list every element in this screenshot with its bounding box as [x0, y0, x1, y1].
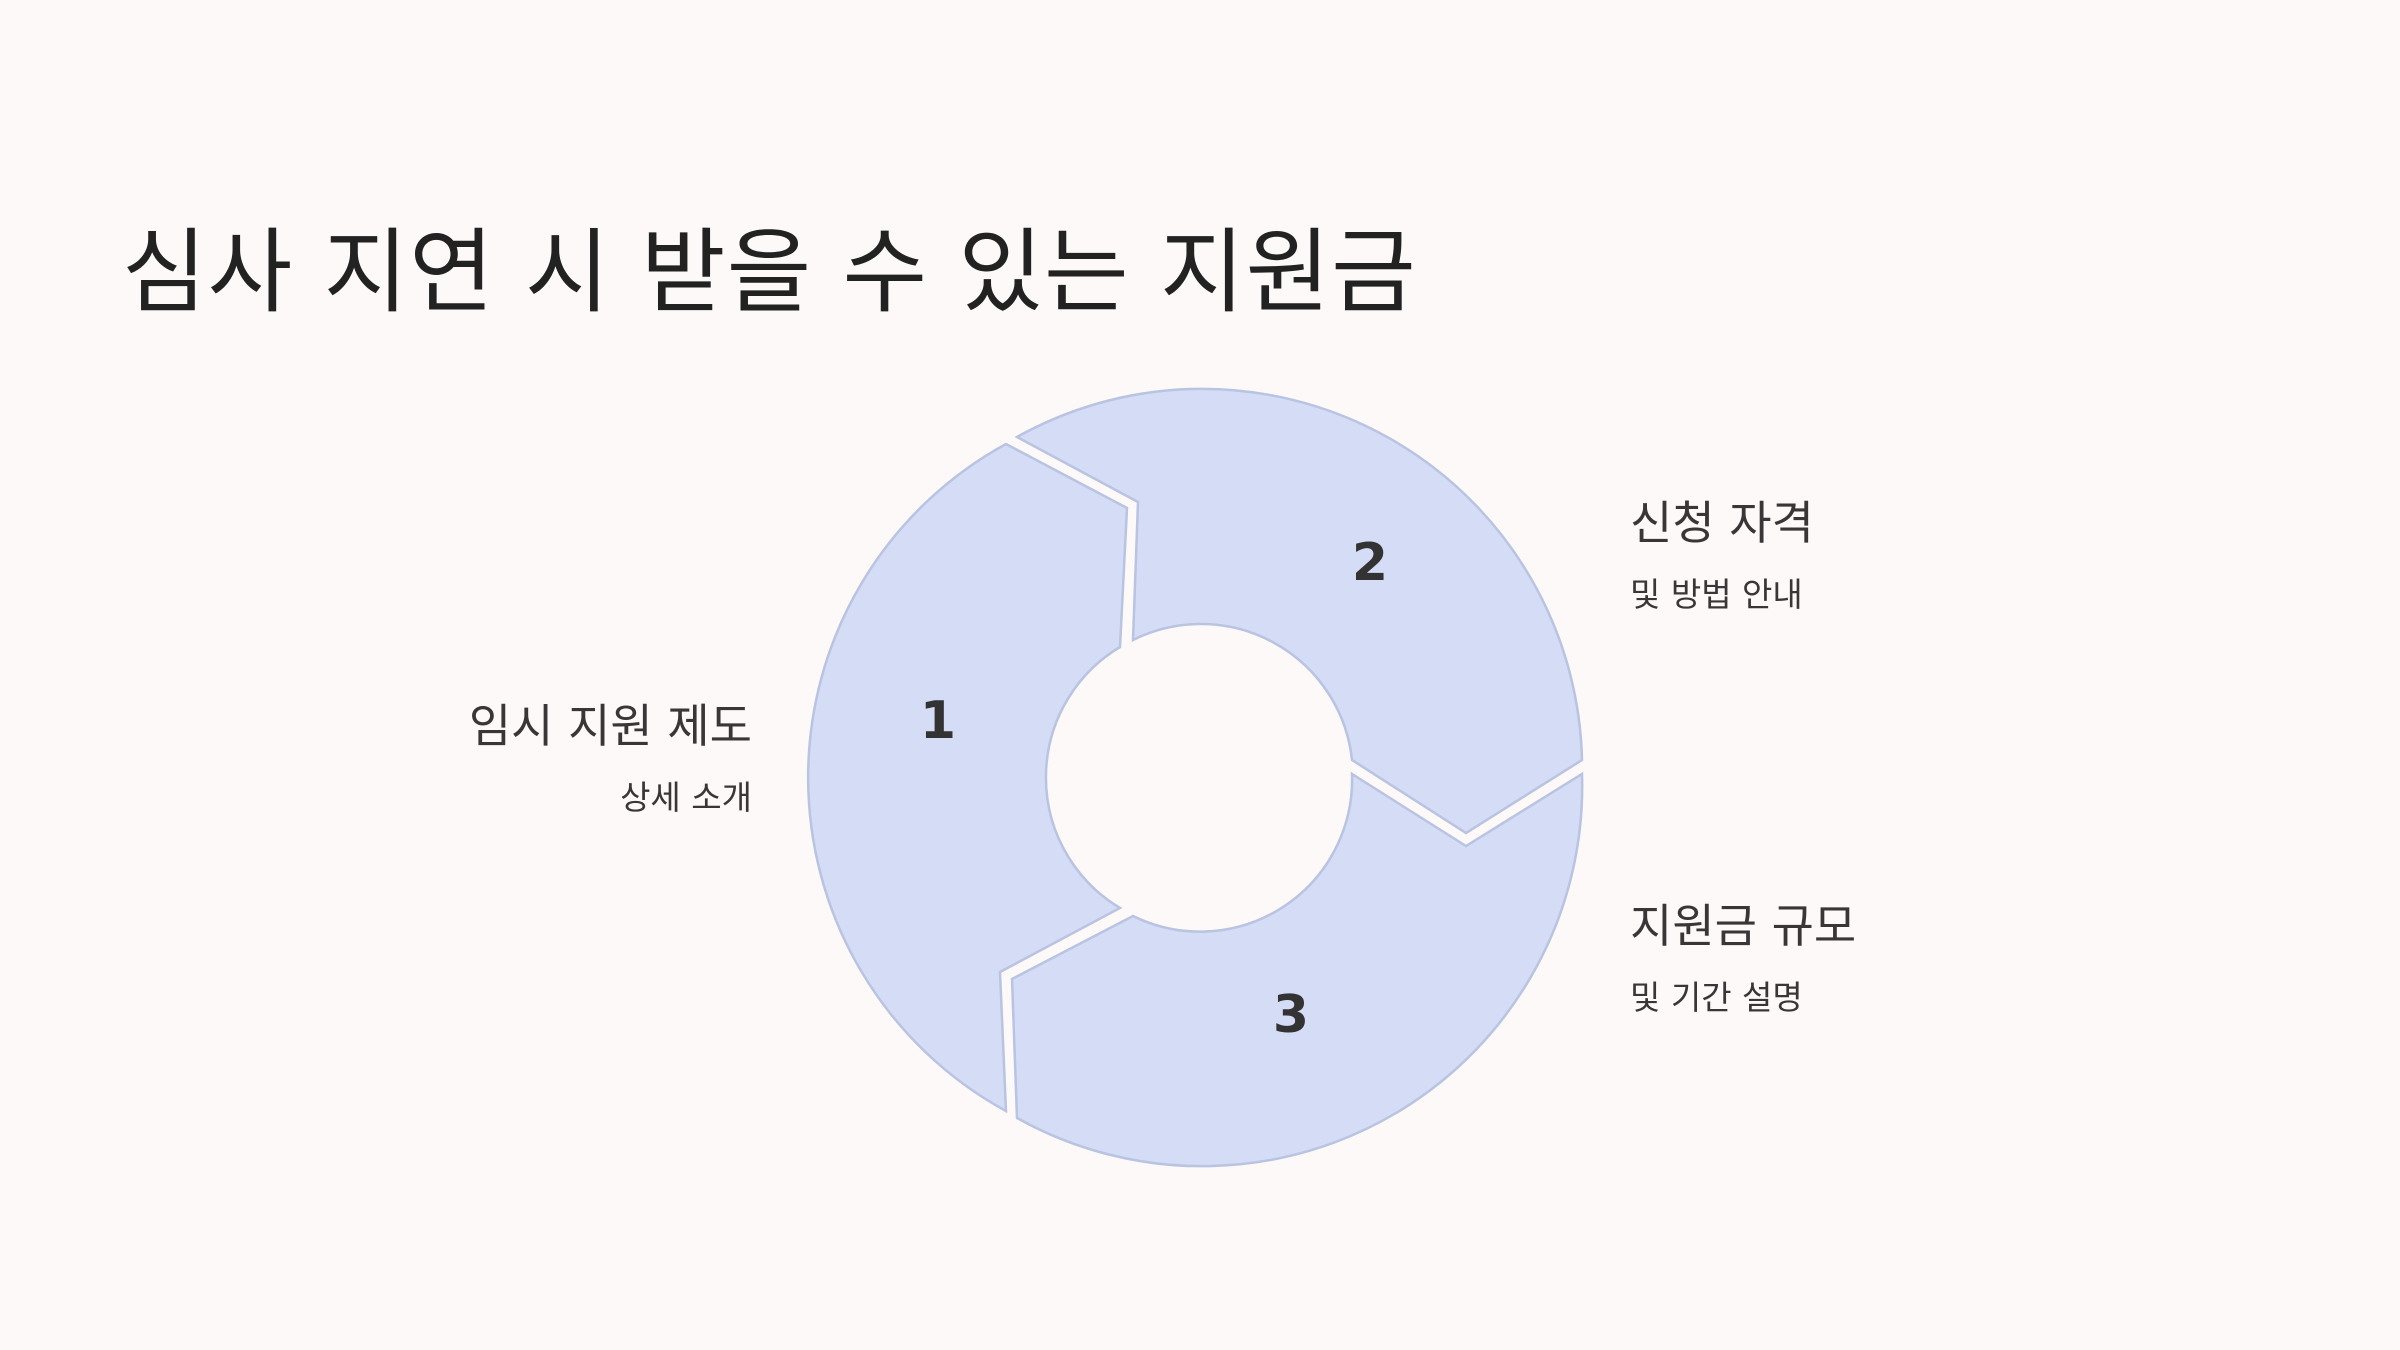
step-2-label: 신청 자격 및 방법 안내	[1630, 495, 1814, 617]
step-1-subtext: 상세 소개	[620, 778, 752, 817]
step-2-heading: 신청 자격	[1630, 496, 1814, 550]
segment-3	[1010, 771, 1584, 1168]
step-1-heading: 임시 지원 제도	[468, 699, 752, 753]
step-number-2: 2	[1352, 533, 1388, 593]
step-3-subtext: 및 기간 설명	[1630, 978, 1803, 1017]
step-number-3: 3	[1273, 985, 1309, 1045]
segment-1	[806, 442, 1129, 1114]
step-2-subtext: 및 방법 안내	[1630, 575, 1803, 614]
segment-2	[1014, 387, 1584, 835]
step-3-heading: 지원금 규모	[1630, 899, 1857, 953]
step-3-label: 지원금 규모 및 기간 설명	[1630, 898, 1856, 1020]
page-title: 심사 지연 시 받을 수 있는 지원금	[122, 219, 1417, 326]
step-1-label: 임시 지원 제도 상세 소개	[469, 698, 752, 820]
step-number-1: 1	[920, 691, 956, 751]
